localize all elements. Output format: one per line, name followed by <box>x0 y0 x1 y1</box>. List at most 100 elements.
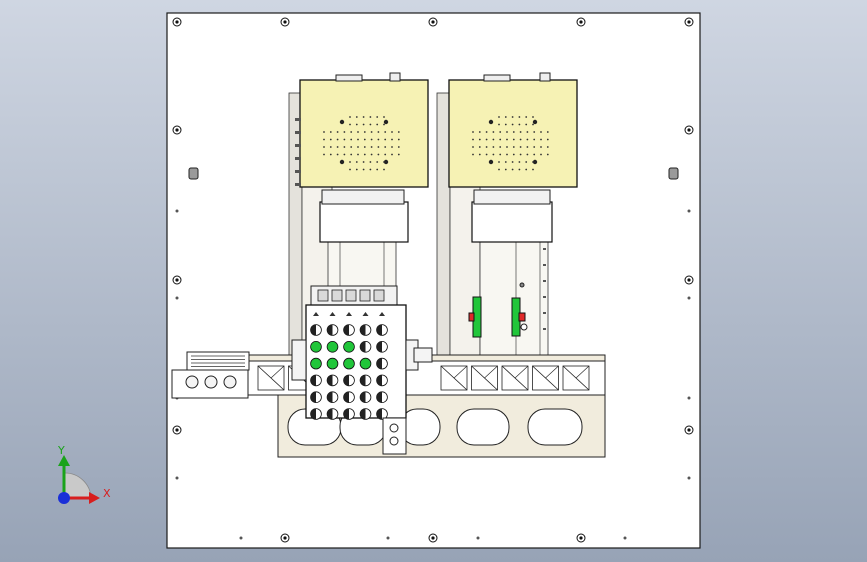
truss-brace <box>575 365 590 379</box>
pad-vacuum-hole <box>526 146 529 148</box>
pad-vacuum-hole <box>376 123 379 126</box>
right-clamp-top <box>473 189 551 205</box>
pad-vacuum-hole <box>512 131 515 133</box>
indicator-half <box>376 391 382 403</box>
indicator-active <box>343 340 355 353</box>
pad-locator-hole <box>488 119 494 125</box>
pad-vacuum-hole <box>498 168 500 171</box>
pad-vacuum-hole <box>363 153 366 156</box>
pad-vacuum-hole <box>323 146 325 148</box>
bracket-fins <box>191 355 245 367</box>
column-tick-marks <box>297 118 546 330</box>
pad-vacuum-hole <box>391 131 393 133</box>
indicator-half <box>310 324 316 336</box>
small-hole <box>175 209 179 213</box>
pad-vacuum-hole <box>533 138 536 141</box>
pad-vacuum-hole <box>525 161 528 163</box>
pad-vacuum-hole <box>376 161 379 163</box>
indicator-active <box>326 340 339 353</box>
base-plate-outline <box>166 12 701 549</box>
pad-vacuum-hole <box>499 131 502 133</box>
pad-locator-hole <box>383 119 389 125</box>
z-axis-dot <box>58 492 70 504</box>
pad-vacuum-hole <box>518 161 521 163</box>
column-tick <box>297 183 301 186</box>
pad-vacuum-hole <box>355 123 358 126</box>
pad-vacuum-hole <box>478 146 481 148</box>
suction-hole-pattern <box>472 116 549 171</box>
indicator-half <box>343 391 349 403</box>
pad-vacuum-hole <box>498 116 500 118</box>
pad-vacuum-hole <box>377 138 380 141</box>
grid-marker <box>313 312 319 316</box>
pad-vacuum-hole <box>384 131 387 133</box>
mounting-hole-center <box>175 20 179 24</box>
x-axis-arrowhead <box>89 492 100 504</box>
pad-vacuum-hole <box>397 131 400 133</box>
pad-vacuum-hole <box>472 138 474 141</box>
pad-locator-hole <box>339 159 345 165</box>
pad-vacuum-hole <box>506 131 508 133</box>
pad-vacuum-hole <box>383 161 385 163</box>
fixture-tail <box>382 417 407 455</box>
indicator-half <box>360 324 366 336</box>
pad-vacuum-hole <box>329 131 332 133</box>
pad-vacuum-hole <box>532 116 534 118</box>
pad-vacuum-hole <box>492 131 495 133</box>
pad-vacuum-hole <box>391 138 393 141</box>
pad-vacuum-hole <box>526 138 529 141</box>
rail-tick <box>543 296 546 298</box>
pad-vacuum-hole <box>546 146 549 148</box>
mounting-hole-center <box>687 278 691 282</box>
pad-vacuum-hole <box>329 146 332 148</box>
pad-vacuum-hole <box>370 131 373 133</box>
pad-vacuum-hole <box>357 153 359 156</box>
base-plate[interactable] <box>166 12 701 549</box>
right-pad[interactable] <box>448 79 578 188</box>
mounting-hole-center <box>283 20 287 24</box>
pad-vacuum-hole <box>343 146 346 148</box>
pad-vacuum-hole <box>540 131 542 133</box>
indicator-grid <box>310 312 388 420</box>
right-clamp-block <box>471 201 553 243</box>
pad-vacuum-hole <box>478 131 481 133</box>
mounting-hole-center <box>579 20 583 24</box>
small-hole <box>687 296 691 300</box>
pad-vacuum-hole <box>506 138 508 141</box>
pad-vacuum-hole <box>370 153 373 156</box>
pad-vacuum-hole <box>540 138 542 141</box>
right-pad-tab <box>483 74 511 82</box>
pad-vacuum-hole <box>397 153 400 156</box>
sensor-red-left[interactable] <box>468 312 475 322</box>
pad-vacuum-hole <box>369 161 372 163</box>
fixture-side-block <box>291 339 307 381</box>
pad-vacuum-hole <box>336 138 339 141</box>
pad-vacuum-hole <box>323 131 325 133</box>
small-hole <box>687 476 691 480</box>
mounting-holes <box>172 17 694 543</box>
pad-vacuum-hole <box>377 153 380 156</box>
mounting-hole-center <box>687 128 691 132</box>
pad-vacuum-hole <box>533 146 536 148</box>
pad-vacuum-hole <box>343 153 346 156</box>
indicator-half <box>327 375 333 386</box>
pad-vacuum-hole <box>363 131 366 133</box>
pad-vacuum-hole <box>323 153 325 156</box>
end-bracket-left[interactable] <box>171 351 250 399</box>
pad-vacuum-hole <box>492 153 495 156</box>
small-hole <box>623 536 627 540</box>
column-tick <box>297 118 301 121</box>
pad-vacuum-hole <box>349 168 351 171</box>
sensor-red-right[interactable] <box>518 312 526 322</box>
fixture-body <box>305 304 407 419</box>
beam-slot <box>456 408 510 446</box>
bracket-hole <box>185 375 199 389</box>
front-fixture[interactable] <box>291 285 433 455</box>
pad-locator-hole <box>488 159 494 165</box>
left-pad[interactable] <box>299 79 429 188</box>
rail-tick <box>543 280 546 282</box>
right-column-assembly[interactable] <box>297 72 578 356</box>
pad-vacuum-hole <box>362 161 365 163</box>
pad-vacuum-hole <box>478 138 481 141</box>
